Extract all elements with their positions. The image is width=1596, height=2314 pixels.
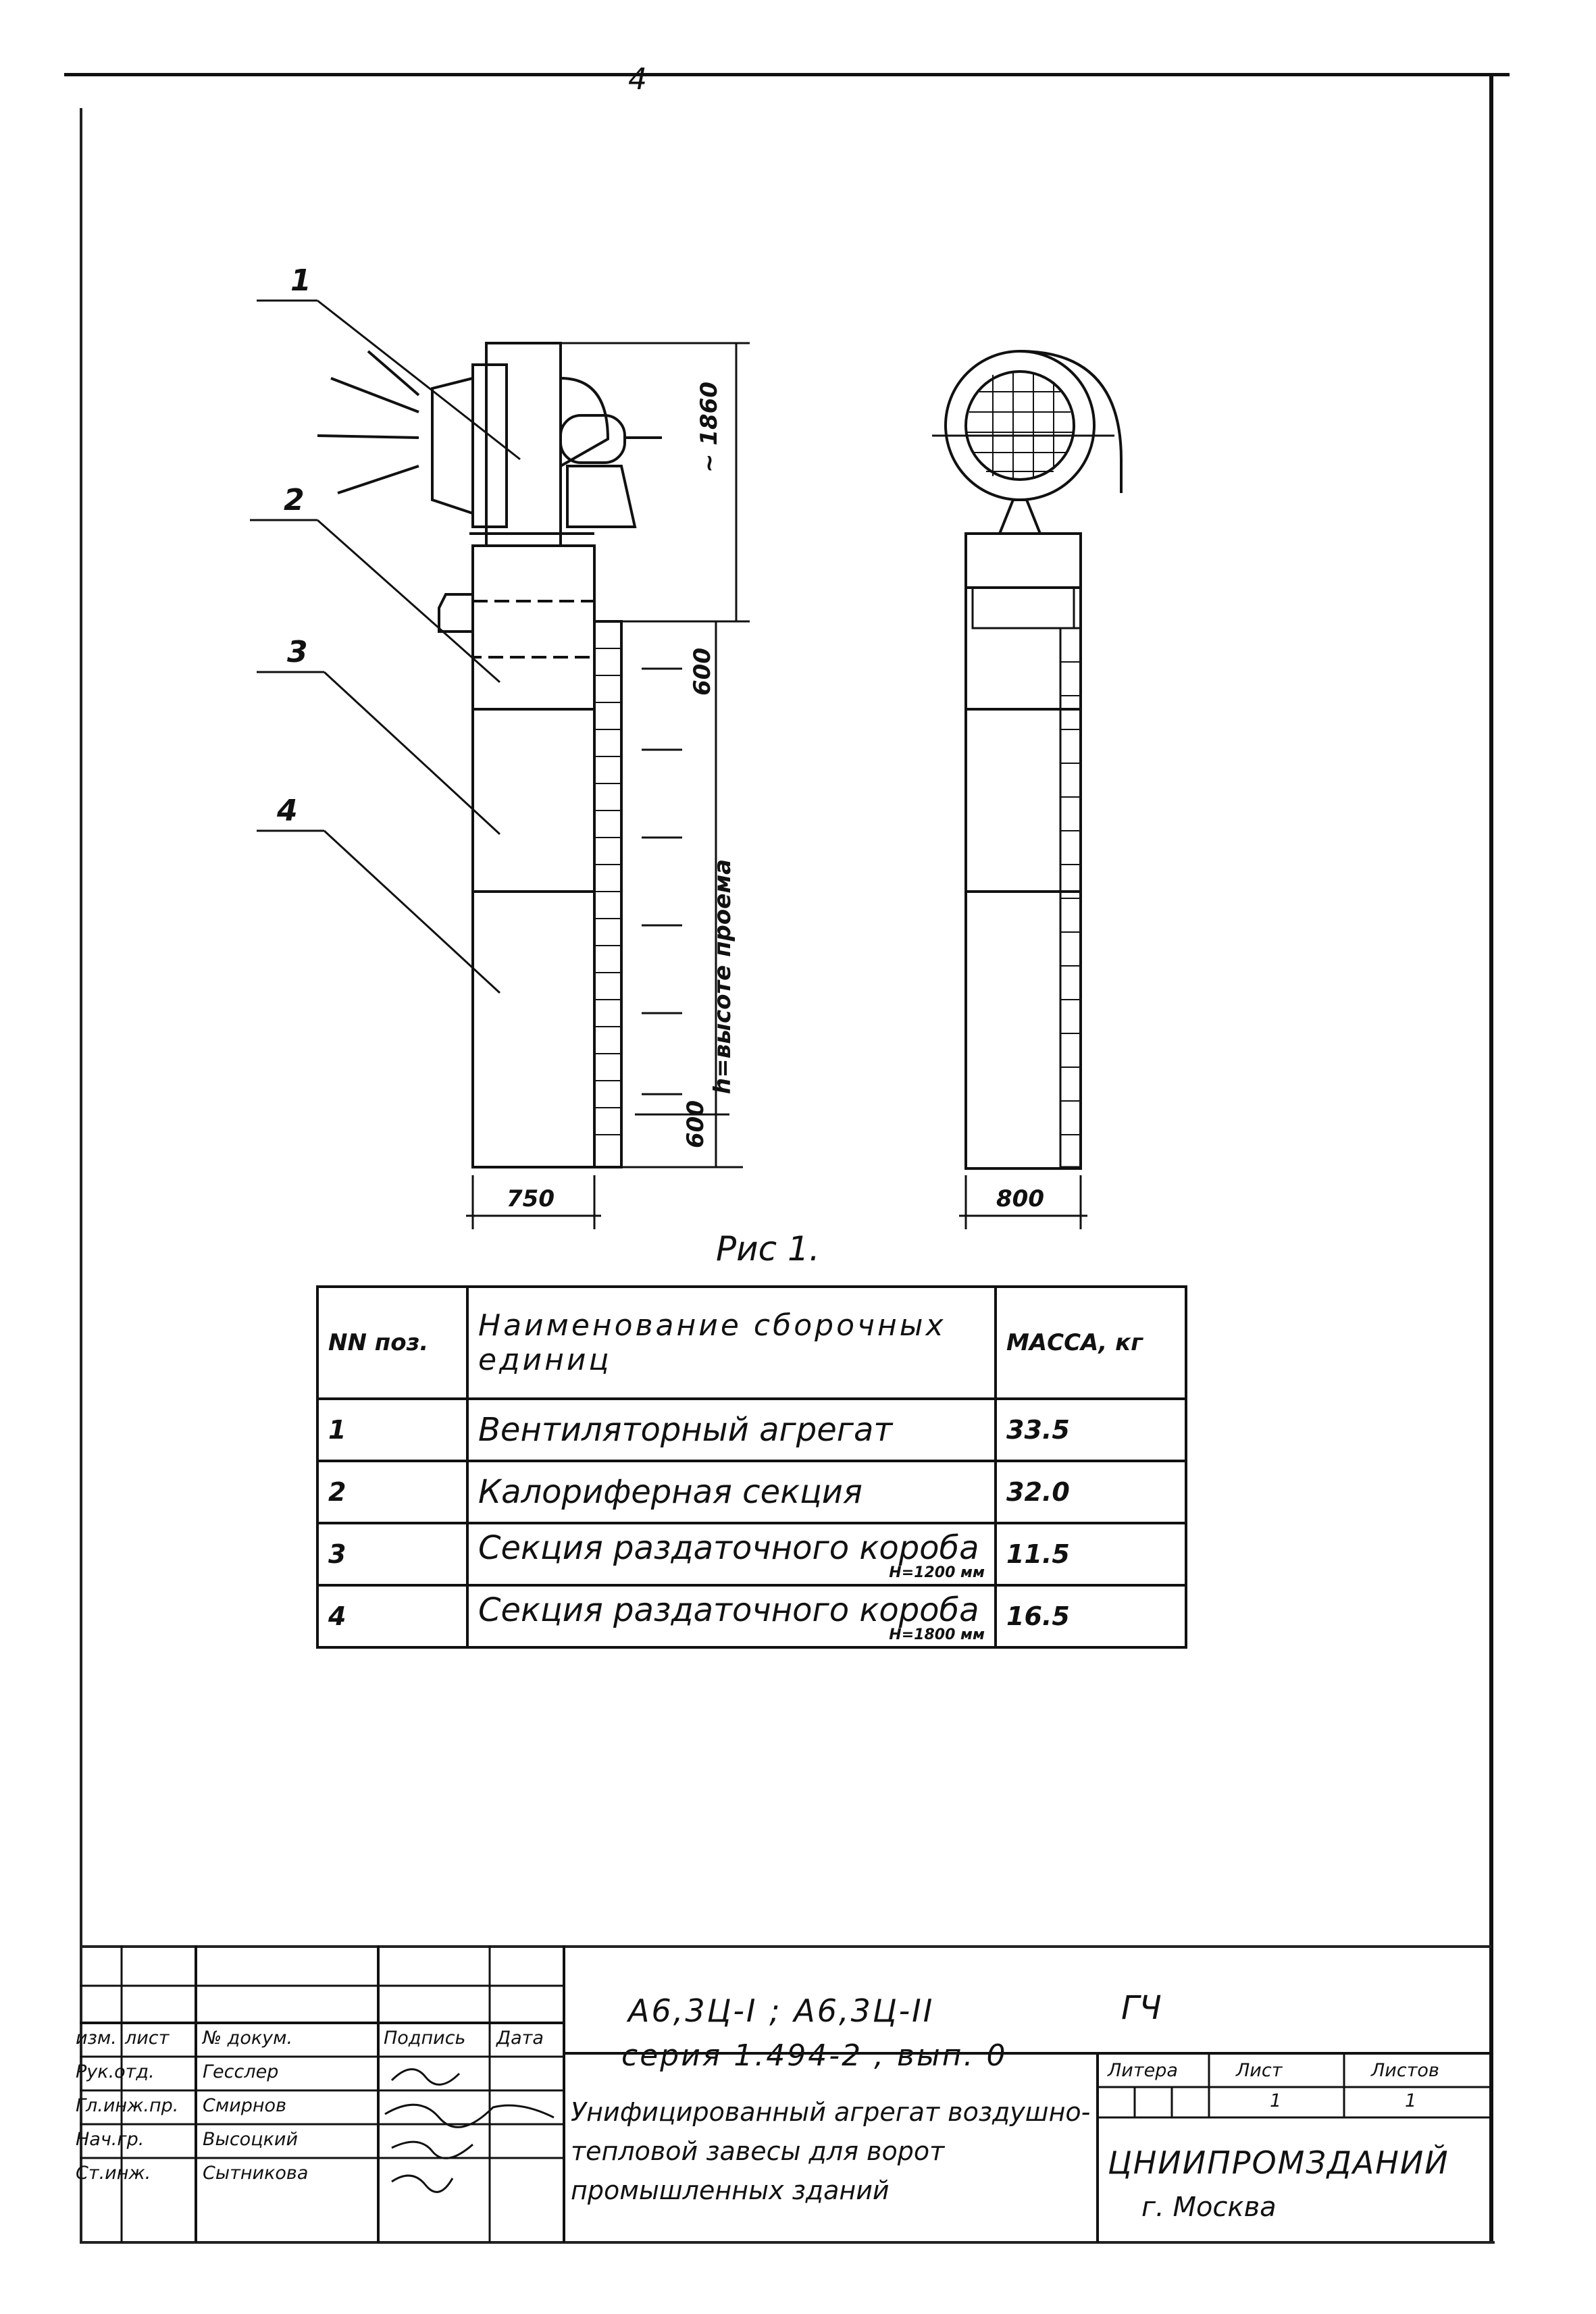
staff-name: Гесслер [203,2061,279,2082]
row-position: 1 [316,1397,469,1462]
litera-label: Литера [1108,2060,1178,2081]
frame-top-border [64,73,1510,76]
title-block-grid [80,1945,1493,2242]
column-header-signature: Подпись [384,2028,466,2049]
column-header-date: Дата [496,2028,544,2049]
fan-inlet-bell [431,377,473,515]
frame-right-border [1489,73,1493,2241]
staff-role: Гл.инж.пр. [76,2095,179,2116]
row-mass: 32.0 [994,1460,1187,1524]
fan-inlet-collar [471,363,508,528]
dimension-fan-height: ~ 1860 [696,382,723,473]
row-mass: 33.5 [994,1397,1187,1462]
motor-front [998,498,1042,535]
dimension-top-section: 600 [689,648,716,696]
louvre-strip [593,620,623,1168]
dimension-side-width: 750 [507,1185,555,1212]
table-row: 3 Секция раздаточного короба H=1200 мм 1… [316,1522,1187,1587]
motor-mount [566,465,637,528]
column-header-change: изм. [76,2028,117,2049]
fan-housing [485,342,562,547]
heater-pipe [438,593,473,633]
row-name-text: Калориферная секция [478,1473,863,1511]
sheet-label: Лист [1236,2060,1283,2081]
organization-city: г. Москва [1141,2192,1277,2223]
row-name: Калориферная секция [466,1460,997,1524]
staff-name: Смирнов [203,2095,286,2116]
row-name-text: Секция раздаточного короба [478,1591,979,1629]
signature-3 [391,2140,473,2159]
staff-name: Высоцкий [203,2129,298,2150]
row-name-text: Секция раздаточного короба [478,1529,979,1567]
table-row: 1 Вентиляторный агрегат 33.5 [316,1397,1187,1462]
motor [559,414,626,464]
row-mass: 16.5 [994,1584,1187,1649]
figure-caption: Рис 1. [716,1229,820,1268]
row-position: 3 [316,1522,469,1587]
header-name: Наименование сборочных единиц [466,1285,997,1400]
fan-grille [964,370,1075,481]
row-note: H=1200 мм [889,1564,985,1581]
series-number: серия 1.494-2 , вып. 0 [621,2038,1008,2073]
dimension-bottom-section: 600 [682,1100,709,1148]
staff-name: Сытникова [203,2163,309,2184]
organization-name: ЦНИИПРОМЗДАНИЙ [1108,2144,1449,2181]
callout-1: 1 [290,263,311,298]
fan-scroll-front [1019,350,1123,493]
dimension-opening-height: h=высоте проема [709,858,736,1094]
callout-4: 4 [277,794,298,828]
product-code: А6,3Ц-I ; А6,3Ц-II [628,1992,935,2029]
staff-role: Рук.отд. [76,2061,155,2082]
title-block-top-line [80,1945,1491,1948]
product-description: Унифицированный агрегат воздушно-теплово… [571,2097,1091,2205]
table-row: 4 Секция раздаточного короба H=1800 мм 1… [316,1584,1187,1649]
row-mass: 11.5 [994,1522,1187,1587]
callout-2: 2 [284,483,305,517]
row-name-text: Вентиляторный агрегат [478,1411,893,1449]
page-number: 4 [628,62,647,97]
signatures [384,2068,555,2193]
row-note: H=1800 мм [889,1626,985,1643]
staff-role: Ст.инж. [76,2163,151,2184]
row-name: Секция раздаточного короба H=1200 мм [466,1522,997,1587]
row-position: 2 [316,1460,469,1524]
frame-left-border [80,108,82,2242]
fan-scroll [560,377,610,467]
header-mass: МАССА, кг [994,1285,1187,1400]
frame-bottom-border [80,2241,1495,2244]
staff-role: Нач.гр. [76,2129,145,2150]
table-row: 2 Калориферная секция 32.0 [316,1460,1187,1524]
sheet-value: 1 [1270,2090,1282,2111]
signature-4 [391,2174,454,2193]
table-header-row: NN поз. Наименование сборочных единиц МА… [316,1285,1187,1400]
signature-2 [384,2103,555,2128]
dimension-front-width: 800 [996,1185,1044,1212]
sheets-value: 1 [1405,2090,1417,2111]
callout-3: 3 [287,635,308,669]
row-name: Секция раздаточного короба H=1800 мм [466,1584,997,1649]
document-type: ГЧ [1121,1989,1162,2027]
specification-table: NN поз. Наименование сборочных единиц МА… [316,1285,1187,1649]
heater-section [471,544,596,659]
distribution-box [471,544,596,1168]
signature-1 [390,2068,461,2086]
column-header-doc-number: № докум. [203,2028,293,2049]
row-name: Вентиляторный агрегат [466,1397,997,1462]
unit-drawing [250,299,1123,1229]
column-header-sheet: лист [125,2028,170,2049]
header-position: NN поз. [316,1285,469,1400]
sheets-label: Листов [1371,2060,1439,2081]
row-position: 4 [316,1584,469,1649]
fan-casing-front [944,350,1096,501]
